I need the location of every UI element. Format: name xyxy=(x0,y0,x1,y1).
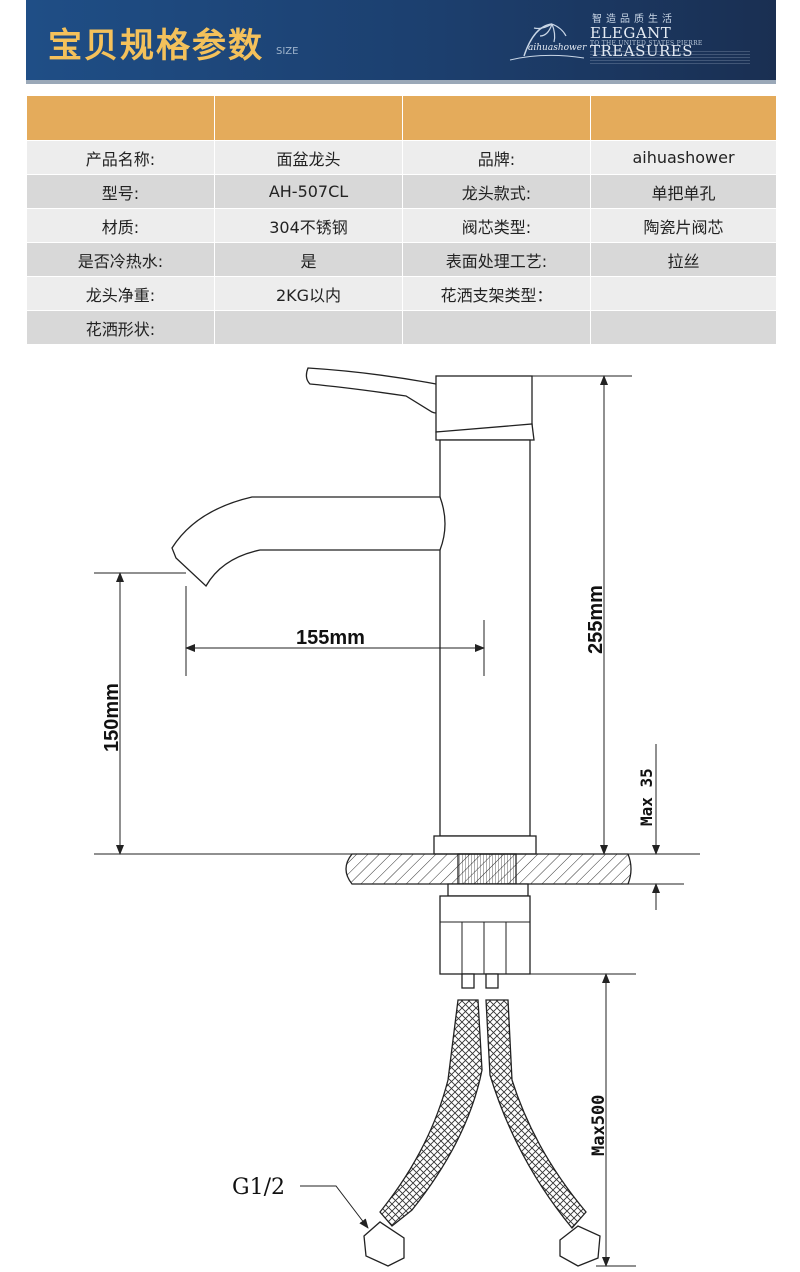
spec-label xyxy=(402,310,591,345)
table-row: 龙头净重: 2KG以内 花洒支架类型： xyxy=(26,276,777,311)
spec-label: 阀芯类型: xyxy=(402,208,591,243)
spec-label: 材质: xyxy=(26,208,215,243)
right-fitting xyxy=(559,1225,601,1267)
header-banner: 宝贝规格参数 SIZE aihuashower 智造品质生活 ELEGANT T… xyxy=(26,0,776,80)
spec-value xyxy=(590,276,777,311)
spec-value: 是 xyxy=(214,242,403,277)
spec-value: 304不锈钢 xyxy=(214,208,403,243)
brand-slogan-en: ELEGANT TREASURES xyxy=(590,24,693,60)
spec-label: 龙头净重: xyxy=(26,276,215,311)
spec-value: aihuashower xyxy=(590,140,777,175)
right-hose xyxy=(485,999,587,1230)
dim-label-max500: Max500 xyxy=(589,1095,609,1156)
spec-value: AH-507CL xyxy=(214,174,403,209)
left-fitting xyxy=(363,1221,405,1267)
spec-value xyxy=(590,310,777,345)
spec-value xyxy=(214,310,403,345)
spec-value: 单把单孔 xyxy=(590,174,777,209)
spec-value: 陶瓷片阀芯 xyxy=(590,208,777,243)
logo-text: aihuashower xyxy=(528,43,587,53)
spec-label: 表面处理工艺: xyxy=(402,242,591,277)
header-cell xyxy=(402,95,591,141)
spec-table-header xyxy=(26,95,777,141)
thread-label: G1/2 xyxy=(232,1175,285,1200)
brand-logo-icon: aihuashower xyxy=(509,23,587,61)
header-cell xyxy=(26,95,215,141)
dim-label-max35: Max 35 xyxy=(637,768,656,826)
left-hose xyxy=(379,999,483,1227)
table-row: 花洒形状: xyxy=(26,310,777,345)
spec-label: 龙头款式: xyxy=(402,174,591,209)
brand-tagline: TO THE UNITED STATES PIERRE xyxy=(590,40,703,47)
mount-thread xyxy=(457,853,517,885)
header-cell xyxy=(214,95,403,141)
spec-label: 花洒形状: xyxy=(26,310,215,345)
spec-label: 型号: xyxy=(26,174,215,209)
dim-label-155: 155mm xyxy=(296,627,365,649)
spec-value: 拉丝 xyxy=(590,242,777,277)
page-title: 宝贝规格参数 xyxy=(48,26,264,66)
mounting-nut xyxy=(439,895,531,975)
table-row: 材质: 304不锈钢 阀芯类型: 陶瓷片阀芯 xyxy=(26,208,777,243)
faucet-body xyxy=(439,439,531,837)
handle-cap xyxy=(435,375,533,433)
spec-label: 花洒支架类型： xyxy=(402,276,591,311)
spec-label: 是否冷热水: xyxy=(26,242,215,277)
dim-label-150: 150mm xyxy=(101,683,123,752)
faucet-spout xyxy=(171,496,446,588)
header-cell xyxy=(590,95,777,141)
base-ring xyxy=(433,835,537,855)
spec-label: 品牌: xyxy=(402,140,591,175)
spec-label: 产品名称: xyxy=(26,140,215,175)
brand-fine-print xyxy=(590,50,750,64)
banner-divider xyxy=(26,80,776,84)
table-row: 型号: AH-507CL 龙头款式: 单把单孔 xyxy=(26,174,777,209)
faucet-technical-drawing: 155mm 150mm 255mm Max 35 Max500 G1/2 xyxy=(94,367,700,1267)
table-row: 是否冷热水: 是 表面处理工艺: 拉丝 xyxy=(26,242,777,277)
dim-label-255: 255mm xyxy=(585,585,607,654)
page-subtitle: SIZE xyxy=(276,46,299,57)
spec-table: 产品名称: 面盆龙头 品牌: aihuashower 型号: AH-507CL … xyxy=(26,95,777,345)
table-row: 产品名称: 面盆龙头 品牌: aihuashower xyxy=(26,140,777,175)
spec-value: 2KG以内 xyxy=(214,276,403,311)
brand-slogan-cn: 智造品质生活 xyxy=(592,14,676,25)
faucet-handle xyxy=(305,367,441,414)
spec-value: 面盆龙头 xyxy=(214,140,403,175)
